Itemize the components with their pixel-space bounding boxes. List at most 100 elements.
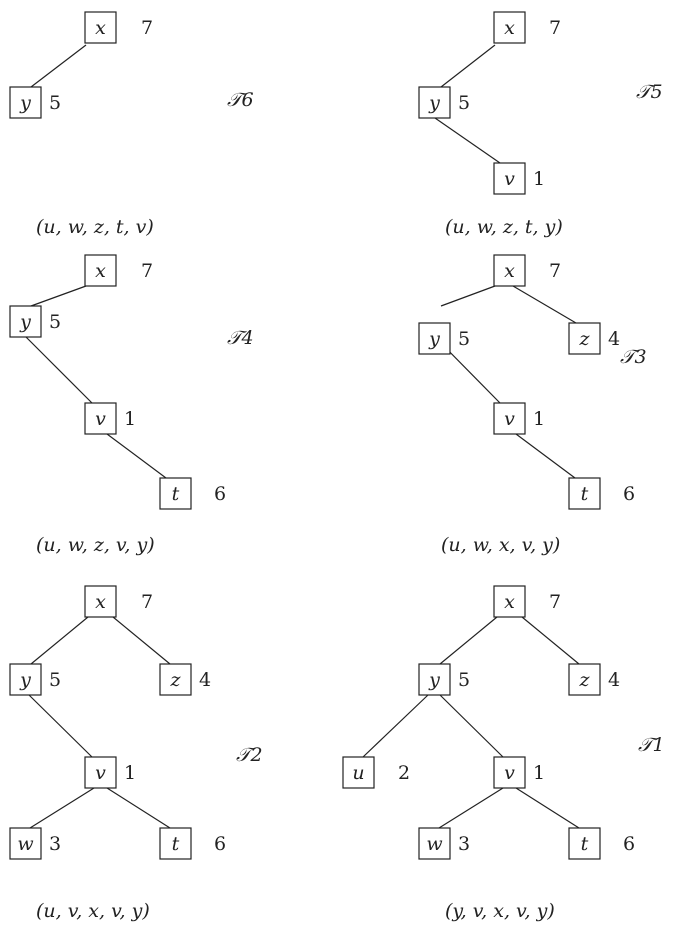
node-weight: 1	[533, 762, 545, 784]
edge-y-v	[439, 694, 504, 758]
edge-v-t	[106, 433, 167, 479]
node-label: z	[578, 669, 590, 691]
node-weight: 1	[124, 408, 136, 430]
edge-v-t	[106, 787, 171, 829]
node-label: y	[19, 92, 31, 114]
node-y: y 5	[418, 663, 470, 696]
node-x: x 7	[84, 585, 153, 618]
edge-x-y	[439, 616, 498, 665]
node-weight: 6	[214, 483, 226, 505]
edge-x-y	[440, 44, 496, 88]
node-label: z	[578, 328, 590, 350]
node-weight: 5	[49, 92, 61, 114]
tree-caption: (u, v, x, v, y)	[36, 900, 150, 922]
node-z: z 4	[568, 322, 620, 355]
node-weight: 7	[141, 17, 153, 39]
tree-t1: x 7 y 5 z 4 u 2 v 1 w 3 t	[342, 585, 665, 922]
tree-caption: (u, w, z, t, y)	[445, 216, 563, 238]
tree-t5: x 7 y 5 v 1 𝒯5 (u, w, z, t, y)	[418, 11, 663, 238]
node-label: y	[19, 669, 31, 691]
node-weight: 7	[141, 591, 153, 613]
node-label: x	[504, 260, 515, 282]
tree-title: 𝒯3	[620, 346, 647, 368]
node-weight: 1	[533, 408, 545, 430]
node-weight: 1	[533, 168, 545, 190]
node-v: v 1	[84, 402, 136, 435]
node-weight: 6	[623, 483, 635, 505]
node-t: t 6	[568, 827, 635, 860]
node-weight: 7	[549, 17, 561, 39]
edge-x-z	[521, 616, 580, 665]
node-weight: 5	[458, 328, 470, 350]
node-label: v	[504, 762, 515, 784]
node-weight: 4	[608, 328, 620, 350]
edge-x-y	[440, 285, 496, 307]
node-weight: 3	[458, 833, 470, 855]
node-label: x	[504, 17, 515, 39]
edge-v-t	[515, 433, 576, 479]
node-label: x	[504, 591, 515, 613]
edge-v-t	[515, 787, 580, 829]
edge-v-w	[438, 787, 504, 829]
tree-title: 𝒯6	[227, 89, 254, 111]
tree-caption: (u, w, x, v, y)	[441, 534, 560, 556]
node-t: t 6	[159, 477, 226, 510]
node-u: u 2	[342, 756, 410, 789]
node-y: y 5	[9, 86, 61, 119]
tree-caption: (u, w, z, v, y)	[36, 534, 155, 556]
node-x: x 7	[493, 254, 561, 287]
node-y: y 5	[9, 663, 61, 696]
node-label: v	[95, 762, 106, 784]
node-v: v 1	[493, 402, 545, 435]
tree-title: 𝒯5	[636, 81, 663, 103]
node-weight: 1	[124, 762, 136, 784]
node-label: v	[95, 408, 106, 430]
node-weight: 6	[623, 833, 635, 855]
edge-y-v	[25, 336, 93, 404]
tree-t2: x 7 y 5 z 4 v 1 w 3 t 6 𝒯2 (u, v, x	[9, 585, 263, 922]
node-v: v 1	[84, 756, 136, 789]
node-weight: 2	[398, 762, 410, 784]
node-label: t	[581, 833, 589, 855]
edge-x-z	[112, 616, 171, 665]
node-v: v 1	[493, 756, 545, 789]
tree-title: 𝒯1	[638, 734, 665, 756]
node-w: w 3	[418, 827, 470, 860]
node-label: x	[95, 17, 106, 39]
node-label: t	[172, 483, 180, 505]
node-label: t	[581, 483, 589, 505]
node-weight: 4	[608, 669, 620, 691]
node-t: t 6	[568, 477, 635, 510]
tree-caption: (u, w, z, t, v)	[36, 216, 154, 238]
tree-title: 𝒯2	[236, 744, 263, 766]
node-label: z	[169, 669, 181, 691]
node-weight: 5	[49, 669, 61, 691]
node-label: v	[504, 408, 515, 430]
edge-x-y	[30, 616, 89, 665]
tree-t3: x 7 y 5 z 4 v 1 t 6 𝒯3 (u, w, x, v, y)	[418, 254, 647, 556]
tree-caption: (y, v, x, v, y)	[445, 900, 555, 922]
node-y: y 5	[418, 322, 470, 355]
node-label: y	[428, 328, 440, 350]
node-label: w	[17, 833, 33, 855]
node-label: t	[172, 833, 180, 855]
node-weight: 6	[214, 833, 226, 855]
node-label: w	[426, 833, 442, 855]
node-weight: 7	[549, 260, 561, 282]
node-v: v 1	[493, 162, 545, 195]
node-weight: 3	[49, 833, 61, 855]
node-label: y	[428, 669, 440, 691]
node-label: u	[352, 762, 364, 784]
node-label: y	[19, 311, 31, 333]
tree-title: 𝒯4	[227, 327, 254, 349]
edge-x-y	[30, 285, 87, 307]
node-t: t 6	[159, 827, 226, 860]
node-z: z 4	[568, 663, 620, 696]
node-weight: 5	[458, 92, 470, 114]
tree-t6: x 7 y 5 𝒯6 (u, w, z, t, v)	[9, 11, 254, 238]
node-x: x 7	[493, 11, 561, 44]
node-y: y 5	[9, 305, 61, 338]
tree-t4: x 7 y 5 v 1 t 6 𝒯4 (u, w, z, v, y)	[9, 254, 254, 556]
node-label: x	[95, 260, 106, 282]
